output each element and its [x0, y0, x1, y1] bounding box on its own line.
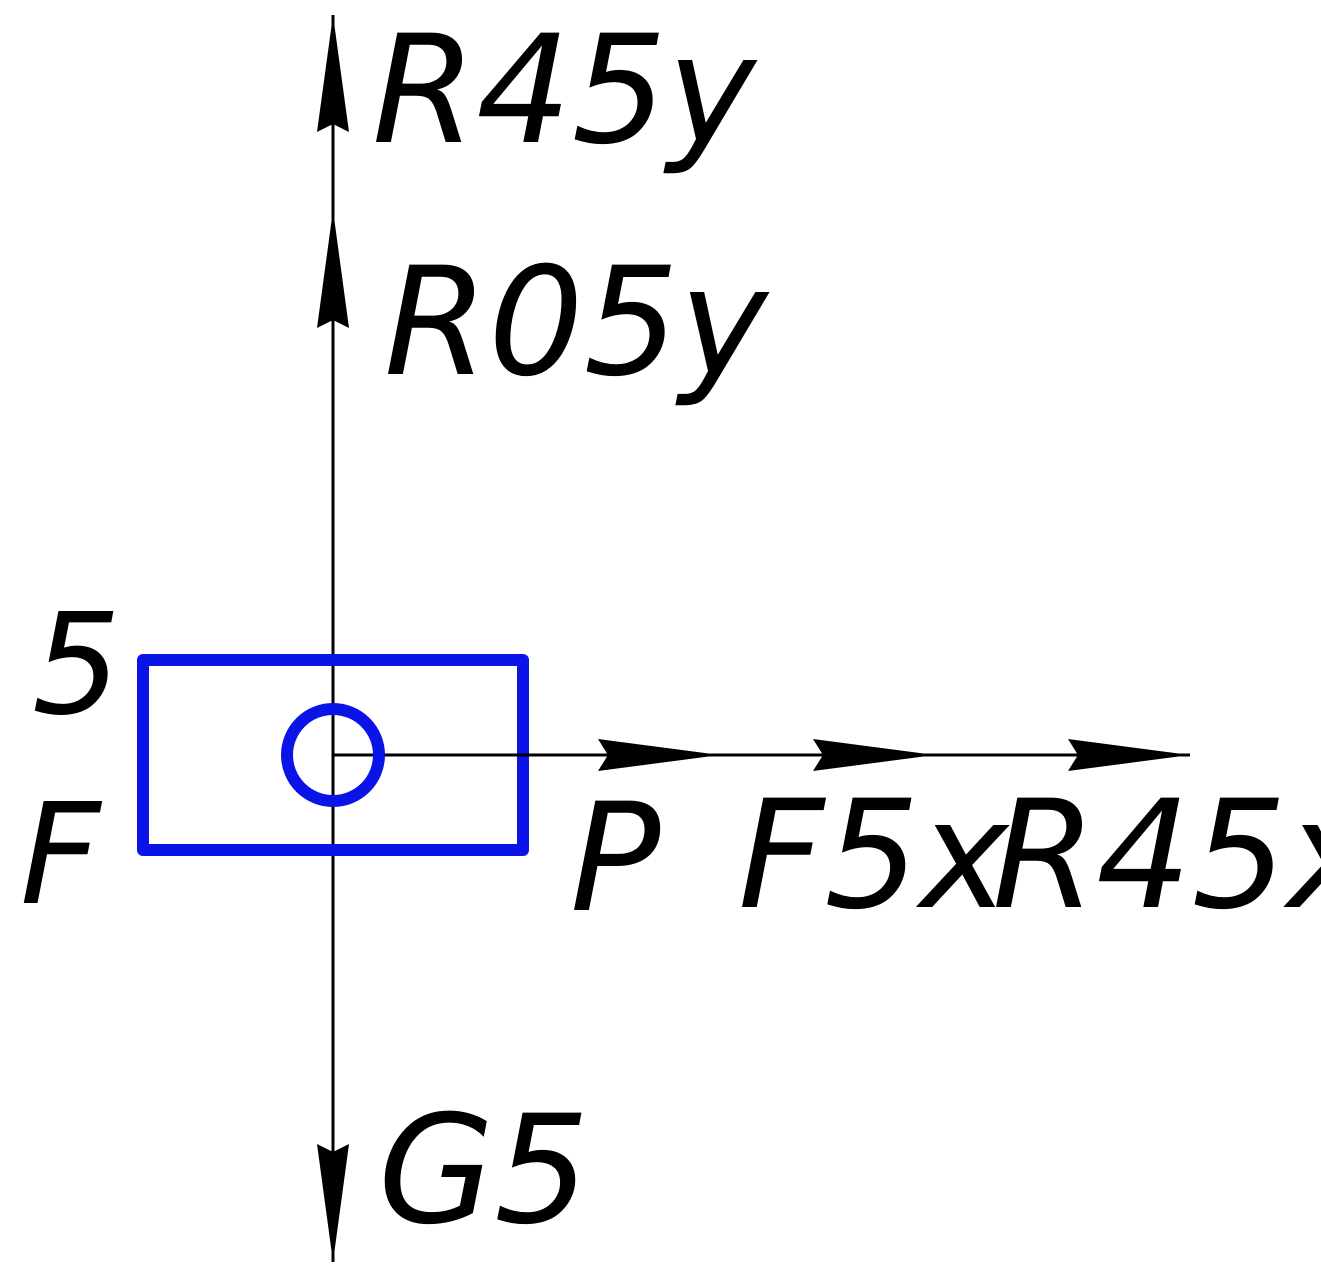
- center-point: [281, 703, 385, 807]
- arrow-r45x: [1068, 739, 1190, 771]
- arrow-r05y: [317, 210, 349, 328]
- label-body-force: F: [20, 774, 103, 937]
- arrow-f5x: [813, 739, 935, 771]
- label-f5x: F5x: [738, 769, 1011, 943]
- arrow-g5: [317, 1144, 349, 1262]
- arrow-p: [598, 739, 720, 771]
- label-body-number: 5: [32, 584, 121, 747]
- label-r05y: R05y: [384, 236, 770, 410]
- arrow-r45y: [317, 15, 349, 132]
- label-p: P: [570, 772, 661, 946]
- label-r45x: R45x: [992, 769, 1321, 943]
- label-r45y: R45y: [372, 4, 758, 178]
- label-g5: G5: [378, 1084, 590, 1258]
